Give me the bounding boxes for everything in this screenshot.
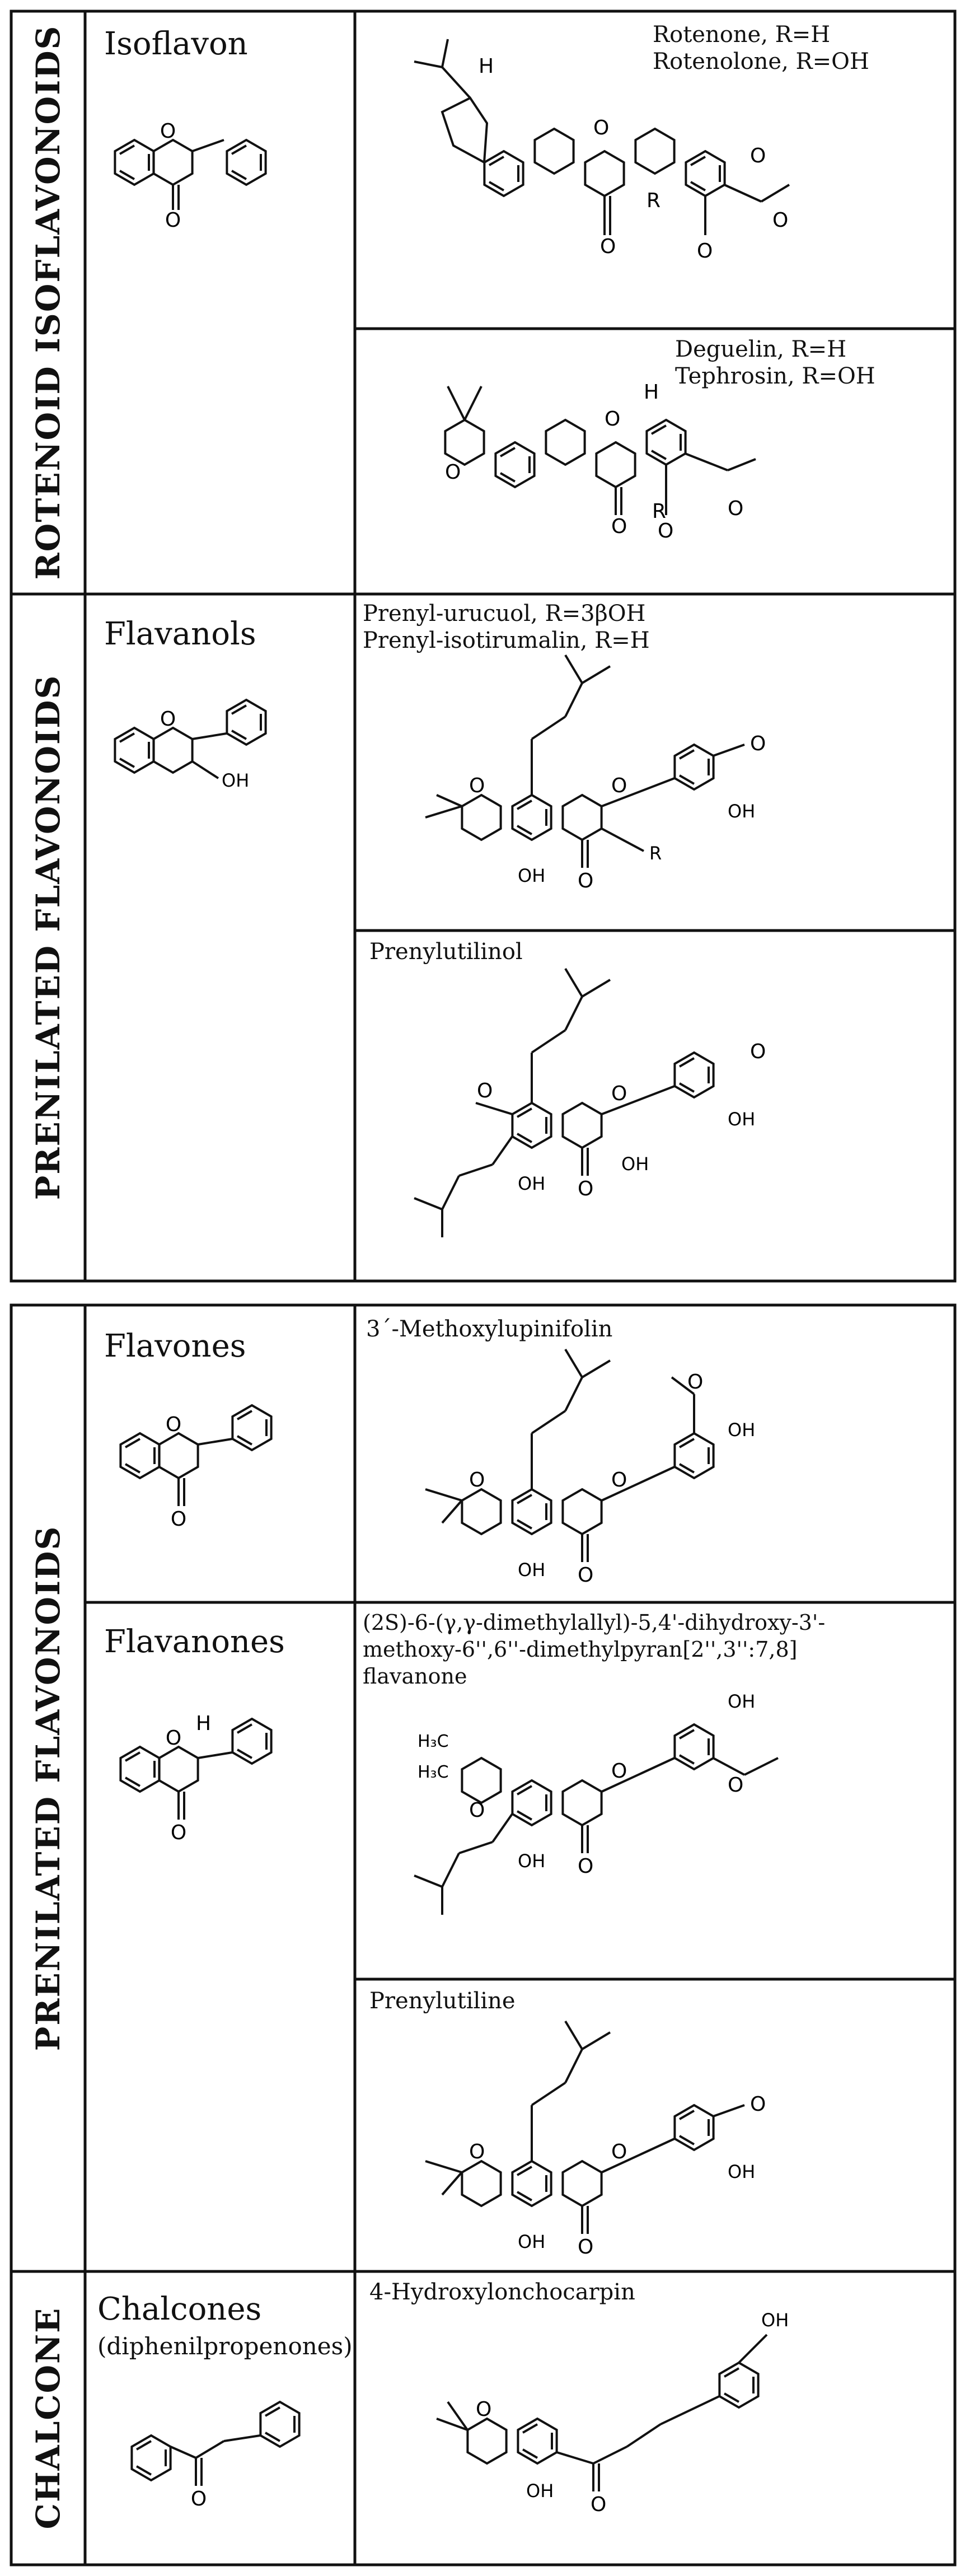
prenylutilinol-structure: O O OH O OH O OH — [414, 967, 766, 1237]
svg-text:H₃C: H₃C — [418, 1762, 449, 1782]
svg-text:OH: OH — [518, 2231, 545, 2252]
svg-text:H₃C: H₃C — [418, 1732, 449, 1751]
svg-text:OH: OH — [526, 2480, 554, 2502]
svg-text:O: O — [591, 2493, 606, 2516]
compound-name-dimethylallyl-flavanone: (2S)-6-(γ,γ-dimethylallyl)-5,4'-dihydrox… — [363, 1610, 826, 1689]
svg-text:O: O — [160, 708, 176, 731]
rotenone-structure: H O O O R O O — [414, 39, 790, 263]
svg-text:O: O — [611, 774, 627, 797]
dimethylallyl-flavanone-structure: H₃C H₃C O O OH O OH O — [414, 1691, 779, 1915]
svg-text:O: O — [611, 1082, 627, 1105]
svg-text:O: O — [728, 1774, 743, 1797]
svg-text:OH: OH — [518, 1559, 545, 1581]
svg-text:O: O — [469, 1799, 485, 1822]
svg-text:O: O — [750, 732, 766, 755]
prenylutiline-structure: O O OH O O OH — [425, 2020, 766, 2259]
atom-label: O — [165, 209, 181, 232]
svg-text:H: H — [196, 1712, 211, 1735]
flavones-structure: O O — [119, 1404, 273, 1531]
svg-text:O: O — [772, 209, 788, 232]
svg-text:O: O — [611, 1760, 627, 1783]
atom-label: O — [160, 120, 176, 143]
svg-text:OH: OH — [728, 1691, 755, 1712]
compound-name-deguelin: Deguelin, R=H Tephrosin, R=OH — [675, 336, 875, 389]
svg-text:OH: OH — [728, 1109, 755, 1130]
svg-text:O: O — [605, 408, 620, 431]
svg-text:OH: OH — [518, 1850, 545, 1872]
svg-text:OH: OH — [728, 2161, 755, 2182]
svg-text:O: O — [445, 461, 461, 484]
svg-text:O: O — [750, 1040, 766, 1063]
hydroxylonchocarpin-structure: O OH O OH — [436, 2309, 789, 2516]
compound-name-prenylutilinol: Prenylutilinol — [369, 939, 523, 965]
svg-text:O: O — [611, 515, 627, 538]
svg-text:O: O — [578, 1564, 593, 1587]
class-name-flavones: Flavones — [104, 1328, 246, 1364]
svg-text:O: O — [166, 1413, 181, 1436]
svg-text:O: O — [469, 2140, 485, 2163]
class-sub-chalcones: (diphenilpropenones) — [97, 2332, 353, 2360]
svg-text:O: O — [750, 144, 766, 167]
svg-text:O: O — [593, 116, 609, 139]
svg-text:O: O — [687, 1371, 703, 1394]
svg-text:O: O — [578, 2236, 593, 2259]
svg-text:OH: OH — [518, 1173, 545, 1194]
svg-text:OH: OH — [222, 770, 249, 791]
prenyl-urucuol-structure: O O OH O R O OH — [425, 654, 766, 892]
svg-text:OH: OH — [518, 865, 545, 886]
svg-text:H: H — [644, 381, 659, 404]
svg-text:R: R — [652, 500, 666, 523]
svg-text:O: O — [611, 1469, 627, 1492]
svg-text:OH: OH — [728, 1419, 755, 1441]
svg-text:O: O — [469, 1469, 485, 1492]
svg-text:O: O — [658, 520, 673, 543]
svg-text:O: O — [578, 1855, 593, 1878]
svg-text:OH: OH — [728, 801, 755, 822]
svg-text:O: O — [191, 2488, 207, 2510]
isoflavon-structure: O O — [114, 120, 267, 232]
class-name-chalcones: Chalcones — [97, 2291, 262, 2327]
svg-text:O: O — [476, 2398, 491, 2421]
svg-text:OH: OH — [621, 1153, 649, 1175]
svg-text:O: O — [728, 497, 743, 520]
class-name-flavanones: Flavanones — [104, 1624, 285, 1660]
svg-text:O: O — [611, 2140, 627, 2163]
svg-text:O: O — [171, 1508, 186, 1531]
svg-text:R: R — [647, 189, 660, 212]
class-name-isoflavon: Isoflavon — [104, 26, 248, 62]
methoxylupinifolin-structure: O O OH O O OH — [425, 1348, 755, 1587]
svg-text:H: H — [479, 55, 494, 78]
compound-name-methoxylupinifolin: 3´-Methoxylupinifolin — [366, 1316, 613, 1342]
svg-text:O: O — [578, 1177, 593, 1200]
svg-text:O: O — [477, 1079, 493, 1102]
svg-text:O: O — [171, 1821, 186, 1844]
svg-text:R: R — [649, 843, 662, 864]
svg-text:O: O — [578, 869, 593, 892]
flavanones-structure: O H O — [119, 1712, 273, 1844]
flavanols-structure: O OH — [114, 699, 267, 791]
compound-name-rotenone: Rotenone, R=H Rotenolone, R=OH — [653, 22, 869, 74]
compound-name-prenylutiline: Prenylutiline — [369, 1988, 516, 2014]
chalcones-structure: O — [130, 2401, 301, 2510]
compound-name-prenyl-urucuol: Prenyl-urucuol, R=3βOH Prenyl-isotirumal… — [363, 601, 650, 653]
svg-text:OH: OH — [761, 2309, 789, 2331]
deguelin-structure: O O H R O O O — [444, 381, 756, 543]
svg-text:O: O — [166, 1727, 181, 1750]
compound-name-hydroxylonchocarpin: 4-Hydroxylonchocarpin — [369, 2279, 635, 2305]
svg-text:O: O — [469, 774, 485, 797]
svg-text:O: O — [600, 235, 616, 258]
svg-text:O: O — [750, 2093, 766, 2116]
svg-text:O: O — [697, 240, 713, 263]
class-name-flavanols: Flavanols — [104, 616, 256, 652]
